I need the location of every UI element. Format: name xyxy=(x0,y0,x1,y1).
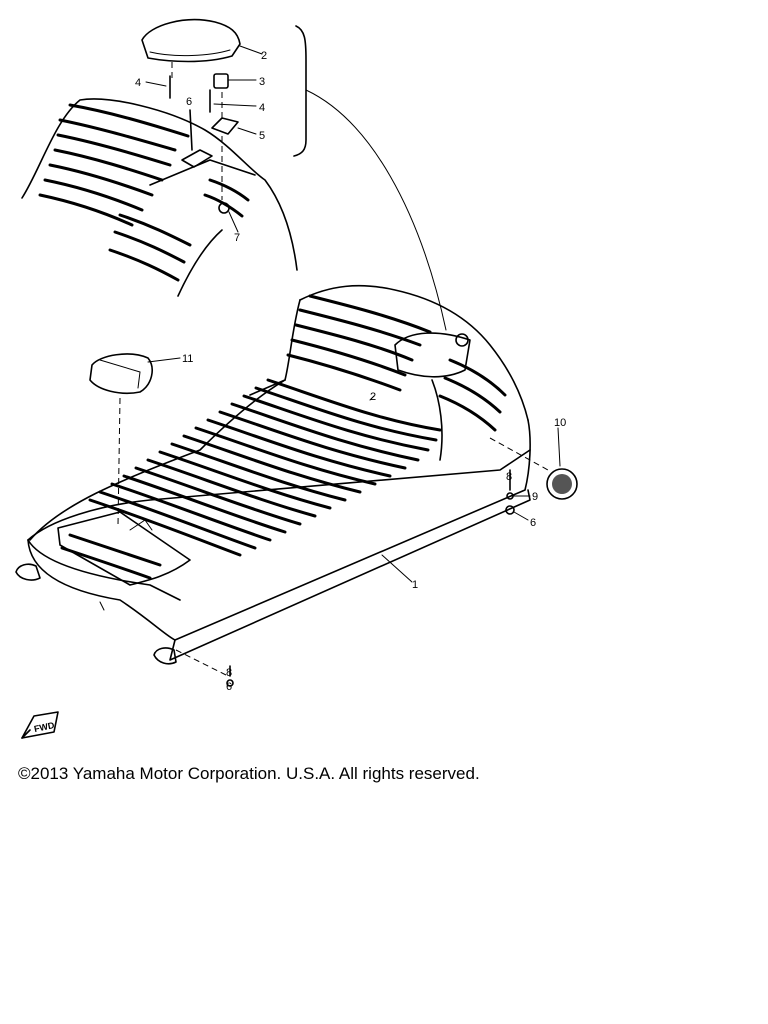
callout-4-left: 4 xyxy=(135,77,141,89)
screw-6-inset xyxy=(189,109,193,151)
callout-9: 9 xyxy=(532,491,538,503)
fwd-label: FWD xyxy=(33,720,56,734)
bracket-3 xyxy=(213,73,257,89)
emblem-pad-11 xyxy=(89,353,181,526)
callout-6-front: 6 xyxy=(226,681,232,693)
callout-8-rear: 8 xyxy=(506,471,512,483)
callout-10: 10 xyxy=(554,417,566,429)
callout-6-rear: 6 xyxy=(530,517,536,529)
callout-5: 5 xyxy=(259,130,265,142)
fasteners-rear xyxy=(505,469,531,521)
callout-4-right: 4 xyxy=(259,102,265,114)
seat-mount-plate xyxy=(181,149,213,168)
callout-2-main: 2 xyxy=(370,391,376,403)
seat-back-cover xyxy=(141,18,263,63)
main-seat-ribs xyxy=(60,294,507,580)
group-bracket xyxy=(293,25,307,157)
callout-6-inset: 6 xyxy=(186,96,192,108)
inset-seat-back-detail xyxy=(21,98,298,297)
callout-7: 7 xyxy=(234,232,240,244)
storage-lid xyxy=(57,511,191,586)
screw-4-left xyxy=(145,75,171,99)
inset-seat-ribs xyxy=(38,103,250,282)
badge-10 xyxy=(489,427,578,500)
group-leader-line xyxy=(305,89,447,331)
callout-8-front: 8 xyxy=(226,667,232,679)
screw-4-right xyxy=(209,89,257,113)
mount-ear-front xyxy=(15,563,41,581)
plate-5 xyxy=(211,117,257,135)
callout-3: 3 xyxy=(259,76,265,88)
callout-1: 1 xyxy=(412,579,418,591)
fastener-7 xyxy=(218,202,230,214)
main-seat xyxy=(15,284,531,665)
fwd-direction-marker: FWD xyxy=(21,711,59,739)
mount-ear-rear xyxy=(153,647,177,665)
copyright-notice: ©2013 Yamaha Motor Corporation. U.S.A. A… xyxy=(18,764,480,783)
callout-2: 2 xyxy=(261,50,267,62)
seat-exploded-diagram: FWD 2 3 4 4 5 6 7 11 2 10 8 9 6 1 8 6 xyxy=(15,18,578,739)
fasteners-front xyxy=(175,649,234,687)
callout-11: 11 xyxy=(182,353,193,365)
